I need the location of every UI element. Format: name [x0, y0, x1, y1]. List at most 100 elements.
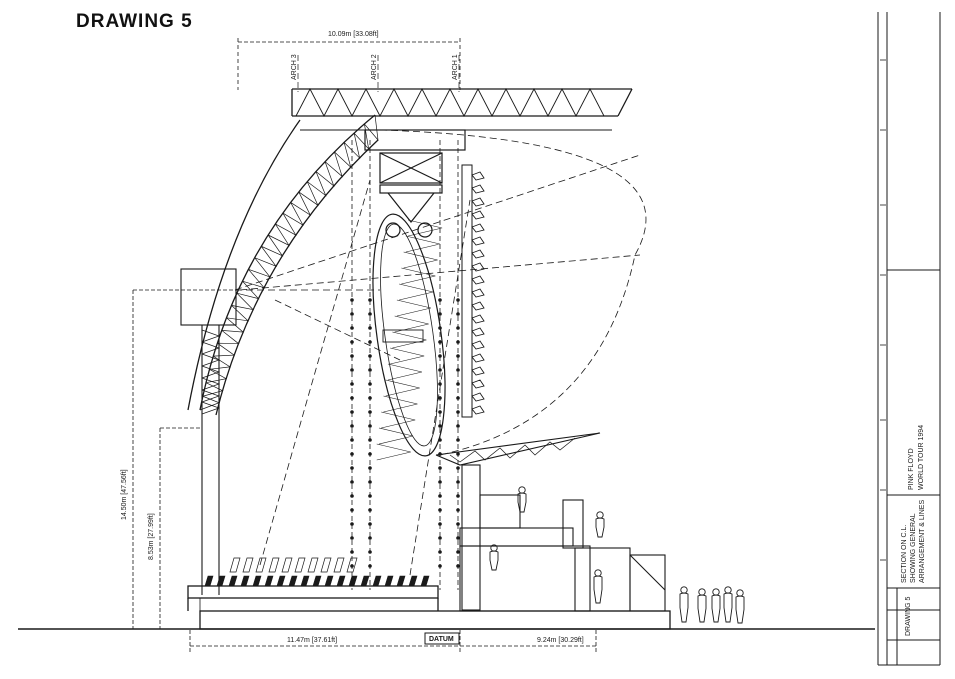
lighting-ladder	[461, 164, 485, 418]
datum-label: DATUM	[429, 636, 454, 643]
deck-lamp-icon	[333, 557, 345, 573]
column-dot	[350, 410, 354, 414]
column-dot	[350, 382, 354, 386]
project-line-2: WORLD TOUR 1994	[918, 425, 925, 490]
top-dimension-label: 10.09m [33.08ft]	[328, 31, 379, 38]
column-dot	[368, 326, 372, 330]
column-dot	[350, 438, 354, 442]
deck-lamp-icon	[252, 575, 262, 587]
deck-lamp-icon	[396, 575, 406, 587]
column-dot	[350, 508, 354, 512]
figure-icon	[595, 511, 605, 538]
column-dot	[438, 424, 442, 428]
column-dot	[438, 494, 442, 498]
deck-lamp-icon	[276, 575, 286, 587]
deck-lamp-icon	[216, 575, 226, 587]
column-dot	[456, 312, 460, 316]
column-dot	[438, 298, 442, 302]
column-dot	[350, 354, 354, 358]
lamp-icon	[471, 314, 485, 324]
column-dot	[438, 508, 442, 512]
column-dot	[350, 326, 354, 330]
deck-lamp-icon	[336, 575, 346, 587]
column-dot	[350, 564, 354, 568]
bottom-dimensions	[189, 630, 597, 652]
lamp-icon	[471, 210, 485, 220]
column-dot	[350, 312, 354, 316]
deck-lamp-icon	[294, 557, 306, 573]
top-truss	[291, 88, 633, 117]
figure-icon	[735, 589, 745, 624]
column-dot	[438, 312, 442, 316]
lamp-icon	[471, 405, 485, 415]
column-dot	[438, 354, 442, 358]
column-dot	[456, 340, 460, 344]
column-dot	[456, 382, 460, 386]
column-dot	[456, 424, 460, 428]
deck-lamp-icon	[320, 557, 332, 573]
column-dot	[350, 550, 354, 554]
lamp-icon	[471, 353, 485, 363]
drawing-desc-line-2: SHOWING GENERAL	[910, 513, 917, 583]
column-dot	[456, 396, 460, 400]
column-dot	[456, 536, 460, 540]
column-dot	[456, 368, 460, 372]
project-line-1: PINK FLOYD	[908, 448, 915, 490]
column-dot	[456, 466, 460, 470]
hoist-frame	[364, 129, 466, 223]
column-dot	[350, 396, 354, 400]
column-dot	[368, 312, 372, 316]
column-dot	[438, 480, 442, 484]
column-dot	[350, 340, 354, 344]
figure-icon	[517, 486, 527, 513]
figures	[489, 486, 745, 624]
lamp-icon	[471, 275, 485, 285]
base-deck	[187, 557, 671, 630]
column-dot	[368, 298, 372, 302]
column-dot	[368, 452, 372, 456]
column-dot	[368, 340, 372, 344]
column-dot	[350, 452, 354, 456]
figure-icon	[697, 588, 707, 623]
column-dot	[438, 410, 442, 414]
column-dot	[350, 368, 354, 372]
lamp-icon	[471, 171, 485, 181]
column-dot	[368, 396, 372, 400]
deck-lamp-icon	[312, 575, 322, 587]
column-dot	[368, 564, 372, 568]
deck-lamp-icon	[240, 575, 250, 587]
figure-icon	[711, 588, 721, 623]
column-dot	[438, 368, 442, 372]
lamp-icon	[471, 197, 485, 207]
column-dot	[368, 368, 372, 372]
column-dot	[368, 354, 372, 358]
column-dot	[456, 326, 460, 330]
column-dot	[350, 480, 354, 484]
column-dot	[456, 480, 460, 484]
deck-lamp-icon	[268, 557, 280, 573]
column-dot	[456, 354, 460, 358]
column-dot	[438, 550, 442, 554]
column-dot	[368, 522, 372, 526]
deck-lamp-icon	[346, 557, 358, 573]
deck-lamp-icon	[242, 557, 254, 573]
deck-lamp-icon	[384, 575, 394, 587]
lamp-icon	[471, 184, 485, 194]
drawing-desc-line-3: ARRANGEMENT & LINES	[919, 500, 926, 583]
column-dot	[368, 536, 372, 540]
lamp-icon	[471, 366, 485, 376]
datum-box	[424, 632, 460, 645]
arch-2-label: ARCH 2	[371, 54, 378, 80]
deck-lamp-icon	[324, 575, 334, 587]
column-dot	[368, 410, 372, 414]
suspended-pod	[372, 213, 446, 461]
lamp-icon	[471, 340, 485, 350]
deck-lamp-icon	[264, 575, 274, 587]
movement-envelope	[234, 129, 647, 576]
deck-lamp-icon	[420, 575, 430, 587]
column-dot	[456, 452, 460, 456]
lamp-icon	[471, 223, 485, 233]
column-dot	[350, 424, 354, 428]
